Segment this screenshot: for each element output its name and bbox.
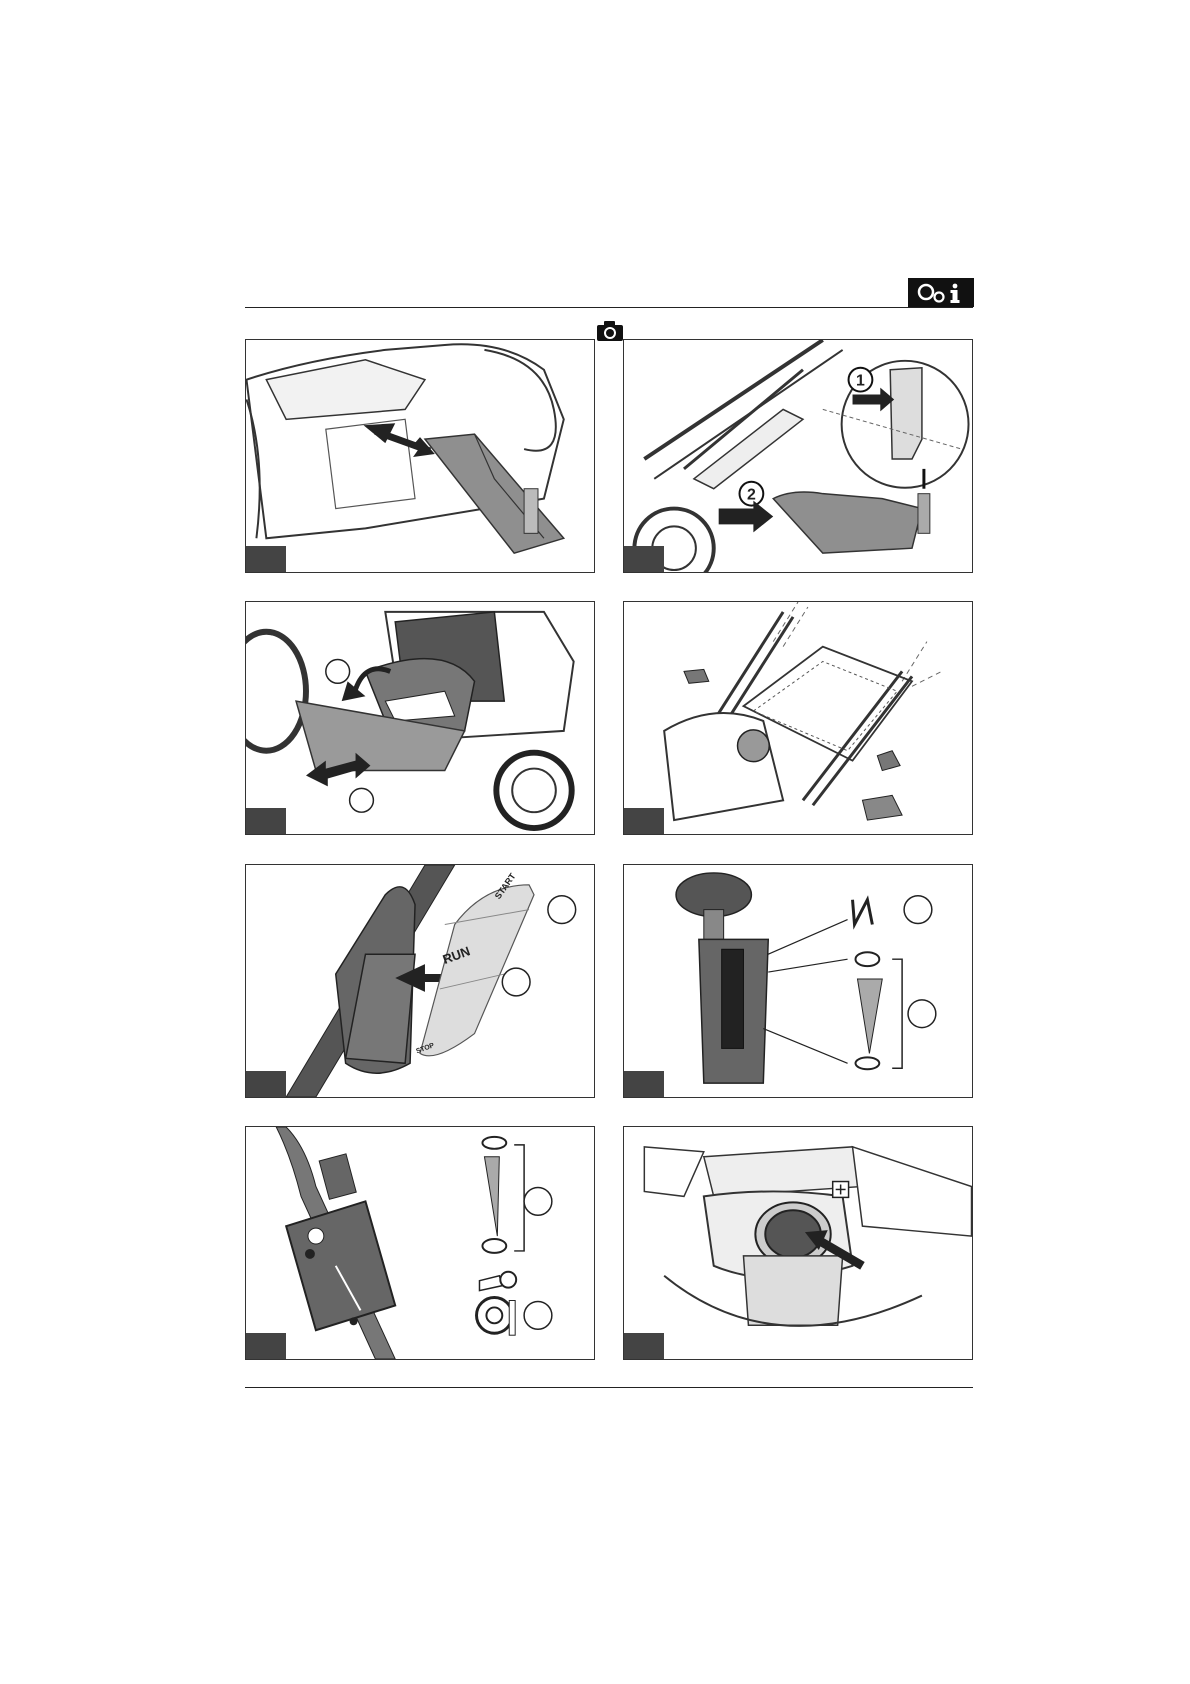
- figure-2-callout-2: 2: [747, 487, 756, 504]
- figure-5-throttle-lever: START RUN STOP: [245, 864, 595, 1098]
- figure-7-illustration: [246, 1127, 594, 1359]
- gears-info-badge: [908, 278, 974, 307]
- figure-7-speed-control: [245, 1126, 595, 1360]
- figure-2-callout-1: 1: [856, 373, 865, 390]
- camera-icon: [596, 320, 624, 342]
- figure-3-tab: [246, 808, 286, 834]
- figure-2-tab: [624, 546, 664, 572]
- figure-8-tab: [624, 1333, 664, 1359]
- figure-2-bag-attach: 1 2: [623, 339, 973, 573]
- figure-1-grass-bag-mount: [245, 339, 595, 573]
- figure-7-tab: [246, 1333, 286, 1359]
- figure-4-tab: [624, 808, 664, 834]
- figure-8-illustration: [624, 1127, 972, 1359]
- figure-1-illustration: [246, 340, 594, 572]
- figure-4-illustration: [624, 602, 972, 834]
- figure-6-tab: [624, 1071, 664, 1097]
- figure-6-choke-control: [623, 864, 973, 1098]
- bottom-rule: [245, 1387, 973, 1388]
- figure-1-tab: [246, 546, 286, 572]
- figure-2-illustration: 1 2: [624, 340, 972, 572]
- figure-4-handle-height: [623, 601, 973, 835]
- figure-3-rear-flap: [245, 601, 595, 835]
- figure-6-illustration: [624, 865, 972, 1097]
- figure-8-fuel-tank: [623, 1126, 973, 1360]
- figure-3-illustration: [246, 602, 594, 834]
- figure-5-illustration: START RUN STOP: [246, 865, 594, 1097]
- figure-5-tab: [246, 1071, 286, 1097]
- gears-info-icon: [915, 282, 967, 304]
- camera-badge: [596, 320, 624, 342]
- top-rule: [245, 307, 973, 308]
